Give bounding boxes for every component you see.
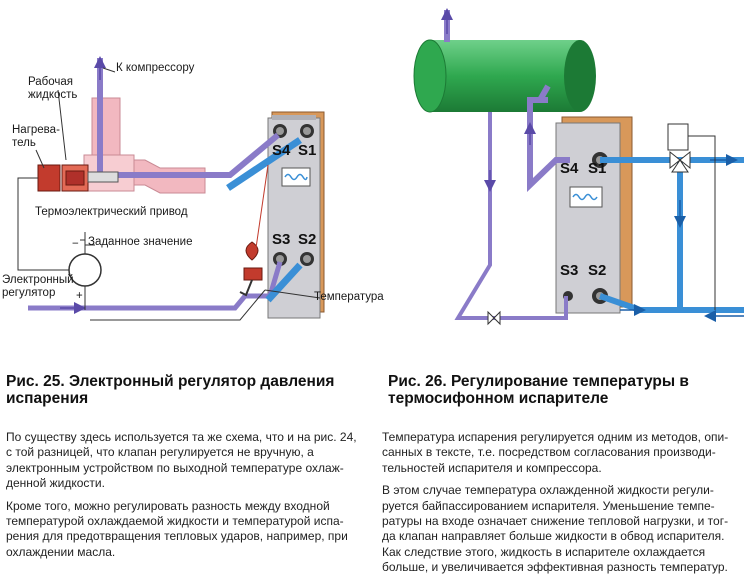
port-s2: S2: [588, 262, 607, 279]
receiver-tank: [413, 39, 596, 113]
label-plus: +: [76, 290, 83, 302]
label-actuator: Термоэлектрический привод: [35, 206, 188, 218]
paragraph: Температура испарения регулируется одним…: [382, 430, 729, 475]
figure-26-diagram: [413, 8, 744, 326]
thermoelectric-actuator: [37, 164, 119, 192]
text-column-left: По существу здесь используется та же схе…: [6, 430, 358, 567]
port-s4: S4: [272, 142, 291, 159]
three-way-valve: [667, 123, 691, 173]
text-column-right: Температура испарения регулируется одним…: [382, 430, 737, 583]
port-s3: S3: [560, 262, 579, 279]
port-s2: S2: [298, 231, 317, 248]
label-temperature: Температура: [314, 291, 384, 303]
caption-fig25: Рис. 25. Электронный регулятор давления …: [6, 373, 335, 407]
regulator-symbol: [68, 253, 102, 287]
paragraph: В этом случае температура охлажденной жи…: [382, 483, 729, 575]
plate-symbol: [569, 186, 603, 208]
label-setpoint: Заданное значение: [88, 236, 193, 248]
label-heater: Нагрева- тель: [12, 124, 60, 149]
paragraph: По существу здесь используется та же схе…: [6, 430, 357, 491]
plate-symbol: [281, 167, 311, 187]
port-s1: S1: [298, 142, 317, 159]
port-s4: S4: [560, 160, 579, 177]
figure-25: К компрессору Рабочая жидкость Нагрева- …: [0, 0, 384, 350]
label-working-fluid: Рабочая жидкость: [28, 76, 78, 101]
label-regulator: Электронный регулятор: [2, 274, 74, 299]
label-compressor: К компрессору: [116, 62, 195, 74]
figure-26: S4 S1 S3 S2: [380, 0, 744, 350]
expansion-valve: [239, 241, 263, 297]
figure-25-diagram: [17, 56, 325, 321]
caption-fig26: Рис. 26. Регулирование температуры в тер…: [388, 373, 689, 407]
heat-exchanger-plates: [555, 116, 633, 314]
label-minus: −: [72, 238, 79, 250]
port-s1: S1: [588, 160, 607, 177]
paragraph: Кроме того, можно регулировать разность …: [6, 498, 348, 559]
port-s3: S3: [272, 231, 291, 248]
